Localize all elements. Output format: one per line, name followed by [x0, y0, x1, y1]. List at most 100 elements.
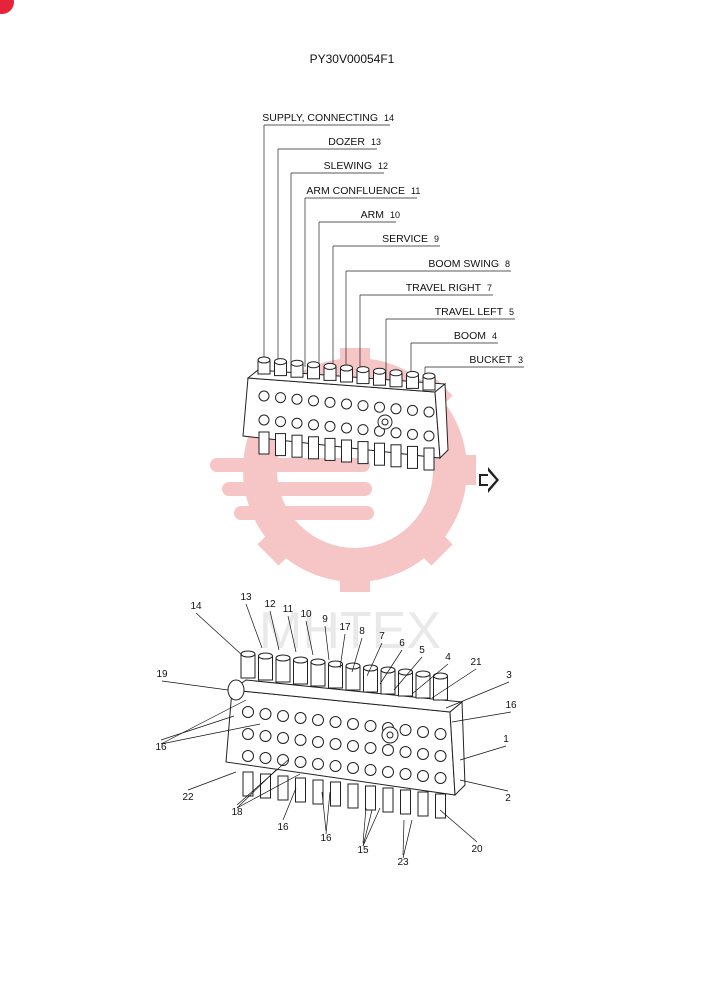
bottom-callout-leader — [351, 637, 363, 673]
bottom-callout-number: 12 — [264, 599, 276, 610]
top-spool-cap-top — [406, 370, 419, 378]
bottom-spool-end — [330, 781, 341, 807]
top-fitting-core — [381, 418, 389, 426]
bottom-callout-number: 6 — [399, 638, 405, 649]
bottom-callout-leader — [439, 809, 478, 843]
bottom-port — [417, 770, 429, 782]
bottom-spool-cap-top — [240, 650, 256, 658]
bottom-callout-leader-extra — [236, 773, 301, 809]
bottom-spool-cap-top — [398, 668, 413, 676]
top-spool-end — [275, 433, 286, 457]
bottom-spool-cap-top — [258, 652, 273, 660]
bottom-spool-end — [242, 771, 254, 797]
top-label-number: 7 — [487, 283, 492, 293]
top-port — [258, 390, 270, 402]
bottom-callout-number: 5 — [419, 645, 425, 656]
top-spool-end — [423, 447, 435, 471]
top-spool-cap-top — [389, 369, 403, 377]
top-port — [423, 430, 435, 442]
top-label-number: 11 — [411, 186, 420, 196]
top-label-name: SERVICE — [382, 233, 428, 245]
bottom-port — [364, 720, 377, 732]
top-spool-cap-top — [356, 366, 370, 374]
bottom-callout-number: 15 — [357, 845, 369, 856]
bottom-callout-leader-extra — [362, 807, 381, 847]
bottom-spool-cap — [258, 655, 273, 681]
bottom-callout-leader — [445, 681, 510, 709]
bottom-port — [347, 762, 359, 774]
top-spool-cap-top — [290, 359, 304, 367]
top-label-number: 3 — [518, 355, 523, 365]
top-label-number: 9 — [434, 234, 439, 244]
bottom-spool-cap-top — [380, 666, 396, 674]
top-spool-cap-top — [422, 372, 436, 380]
top-label-name: BOOM SWING — [428, 258, 499, 270]
top-spool-caps — [257, 356, 436, 391]
top-port — [291, 417, 303, 429]
top-label-name: BUCKET — [469, 354, 512, 366]
bottom-callout-leader — [187, 771, 237, 791]
top-label-number: 12 — [378, 161, 388, 171]
bottom-spool-cap — [240, 653, 256, 679]
bottom-spool-cap-top — [310, 658, 326, 666]
top-label-number: 8 — [505, 259, 510, 269]
bottom-callout-leader — [282, 787, 297, 821]
bottom-callout-number: 20 — [471, 844, 483, 855]
top-port — [341, 422, 352, 434]
top-port — [407, 428, 418, 440]
top-port — [390, 403, 402, 415]
bottom-callout-number: 13 — [240, 592, 252, 603]
bottom-callout-number: 2 — [505, 793, 511, 804]
top-spool-end — [341, 439, 352, 463]
bottom-callout-number: 14 — [190, 601, 202, 612]
bottom-callout-number: 16 — [320, 833, 332, 844]
bottom-port — [364, 764, 377, 776]
top-label-name: ARM — [361, 209, 384, 221]
bottom-port — [399, 768, 412, 780]
top-label-name: TRAVEL RIGHT — [406, 282, 482, 294]
bottom-port — [242, 750, 254, 762]
top-spool-end — [258, 431, 270, 455]
top-port — [308, 419, 319, 431]
bottom-spool-cap — [433, 675, 448, 701]
bottom-port — [382, 744, 394, 756]
bottom-port — [277, 754, 289, 766]
top-label-name: SUPPLY, CONNECTING — [262, 112, 378, 124]
bottom-callout-leader — [324, 625, 330, 661]
top-spool-end — [374, 442, 385, 466]
bottom-spool-cap — [398, 671, 413, 697]
bottom-spool-caps — [240, 650, 448, 701]
bottom-callout-leader — [459, 745, 507, 761]
bottom-spool-end — [435, 793, 446, 819]
top-port — [423, 406, 435, 418]
bottom-port — [312, 758, 324, 770]
bottom-side-port — [227, 679, 245, 701]
bottom-port — [294, 756, 307, 768]
bottom-spool-cap-top — [415, 670, 431, 678]
bottom-port — [259, 752, 272, 764]
top-label-name: BOOM — [454, 330, 486, 342]
bottom-port — [259, 708, 272, 720]
bottom-callout-leader — [305, 620, 314, 656]
bottom-spool-end — [365, 785, 376, 811]
top-spool-end — [308, 436, 319, 460]
bottom-callout-number: 8 — [359, 626, 365, 637]
bottom-spool-cap-top — [293, 656, 308, 664]
bottom-callout-number: 11 — [283, 604, 294, 615]
bottom-port — [434, 772, 447, 784]
top-label-name: SLEWING — [324, 160, 372, 172]
bottom-callout-leader — [362, 807, 367, 844]
bottom-port — [434, 750, 447, 762]
top-port — [275, 392, 286, 404]
bottom-callout-leader — [195, 612, 243, 656]
top-valve-ports — [258, 390, 435, 442]
bottom-callout-leader — [393, 656, 423, 691]
top-spool-cap-top — [274, 358, 287, 366]
bottom-callout-leader — [459, 779, 509, 792]
bottom-valve-assembly — [225, 650, 466, 819]
bottom-spool-end — [295, 777, 306, 803]
arrow-right-icon — [479, 467, 499, 493]
top-valve-end-face — [434, 382, 449, 460]
bottom-callout-leader — [321, 791, 327, 832]
